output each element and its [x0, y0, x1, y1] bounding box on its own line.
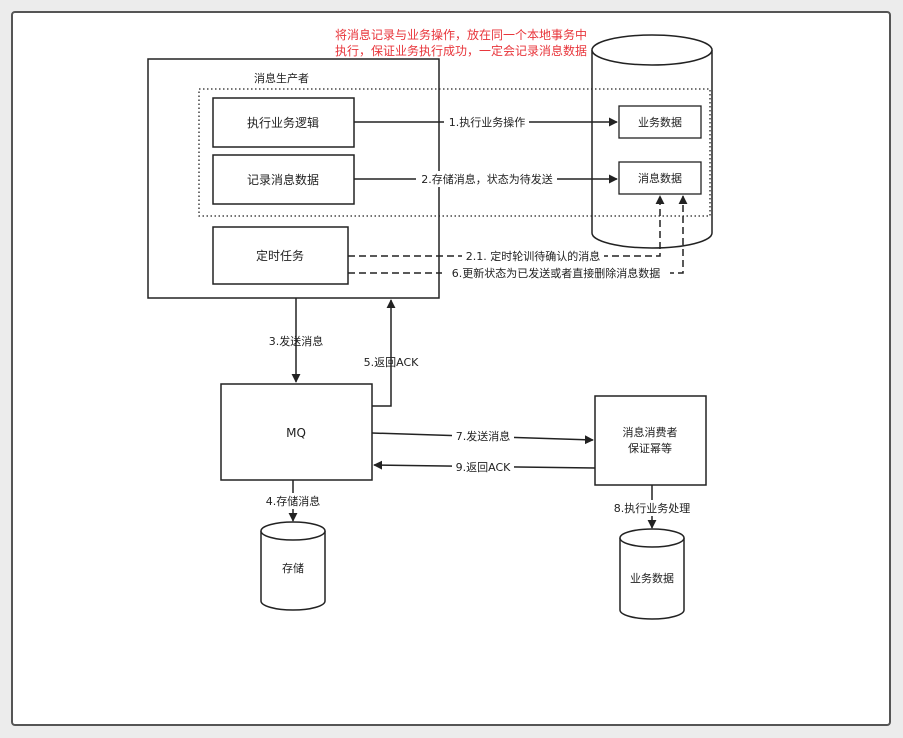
edge-step-7-label-bg	[452, 428, 514, 444]
producer-title: 消息生产者	[254, 71, 309, 85]
message-data-box	[618, 161, 702, 195]
storage-label: 存储	[282, 561, 304, 575]
edge-step-8-label: 8.执行业务处理	[614, 501, 691, 515]
edge-step-1-label-bg	[444, 114, 529, 130]
edge-step-3-label: 3.发送消息	[269, 334, 324, 348]
scheduled-task-label: 定时任务	[256, 248, 304, 263]
edge-step-2-1-label-bg	[462, 248, 604, 264]
annotation-line-2: 执行，保证业务执行成功，一定会记录消息数据	[335, 43, 587, 58]
business-data-box	[618, 105, 702, 139]
storage-cylinder	[260, 521, 326, 611]
business-logic-box	[212, 97, 355, 148]
edge-step-6-label-bg	[442, 265, 670, 281]
consumer-db-cylinder	[619, 528, 685, 620]
business-data-label: 业务数据	[638, 115, 682, 129]
message-data-label: 消息数据	[638, 171, 682, 185]
record-message-label: 记录消息数据	[247, 172, 319, 187]
edge-step-2-1	[348, 195, 665, 257]
edge-step-2-label-bg	[416, 171, 557, 187]
consumer-db-label: 业务数据	[630, 571, 674, 585]
edge-step-2-label: 2.存储消息，状态为待发送	[421, 172, 553, 186]
edge-step-5-label: 5.返回ACK	[364, 356, 420, 369]
edge-step-7-label: 7.发送消息	[456, 429, 511, 443]
edge-step-8-label-bg	[610, 500, 696, 516]
local-transaction-boundary	[198, 88, 711, 217]
consumer-line-1: 消息消费者	[623, 425, 678, 439]
edge-step-5	[372, 299, 396, 407]
consumer-line-2: 保证幂等	[628, 441, 672, 455]
annotation-line-1: 将消息记录与业务操作，放在同一个本地事务中	[335, 27, 587, 42]
edge-step-4-label-bg	[262, 493, 324, 509]
edge-step-9-label: 9.返回ACK	[456, 461, 512, 474]
business-logic-label: 执行业务逻辑	[247, 115, 319, 130]
edge-step-9-label-bg	[452, 459, 514, 475]
edge-step-2-1-label: 2.1. 定时轮训待确认的消息	[466, 249, 601, 263]
edge-step-1-label: 1.执行业务操作	[449, 115, 526, 129]
scheduled-task-box	[212, 226, 349, 285]
mq-label: MQ	[286, 426, 306, 440]
mq-box	[220, 383, 373, 481]
edge-step-4-label: 4.存储消息	[266, 494, 321, 508]
edge-step-6-label: 6.更新状态为已发送或者直接删除消息数据	[452, 266, 661, 280]
consumer-box	[594, 395, 707, 486]
